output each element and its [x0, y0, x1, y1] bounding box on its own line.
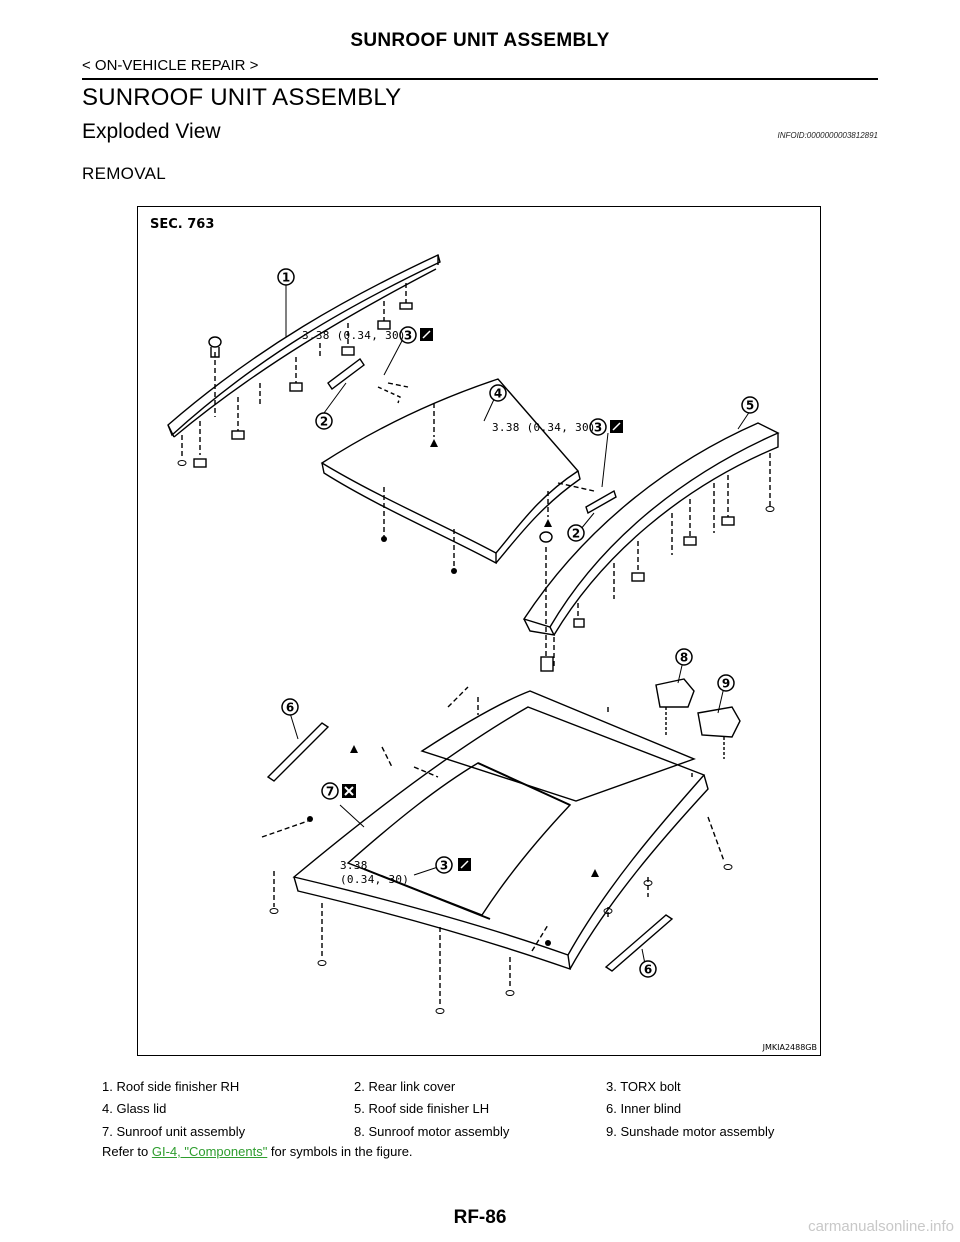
torque-spec-2: 3.38 (0.34, 30): [492, 421, 596, 434]
callout-2-upper: 2: [315, 412, 333, 430]
callout-3-lower: 3: [435, 856, 453, 874]
note-suffix: for symbols in the figure.: [267, 1143, 413, 1159]
torque-spec-3-value: 3.38: [340, 859, 368, 872]
callout-8-label: 8: [680, 651, 688, 665]
breadcrumb: < ON-VEHICLE REPAIR >: [82, 57, 259, 74]
section-title: SUNROOF UNIT ASSEMBLY: [82, 84, 402, 111]
callout-3-middle: 3: [589, 418, 607, 436]
do-not-reuse-icon: [342, 784, 356, 798]
procedure-title: REMOVAL: [82, 164, 166, 183]
callout-4-label: 4: [494, 387, 502, 401]
callout-8: 8: [675, 648, 693, 666]
section-code: SEC. 763: [150, 217, 215, 232]
watermark: carmanualsonline.info: [808, 1218, 954, 1235]
callout-5-label: 5: [746, 399, 754, 413]
legend-item: 5. Roof side finisher LH: [354, 1101, 490, 1117]
callout-6-label: 6: [286, 701, 294, 715]
legend-row: 7. Sunroof unit assembly 8. Sunroof moto…: [102, 1120, 862, 1143]
page-number: RF-86: [453, 1207, 507, 1228]
figure-code: JMKIA2488GB: [762, 1043, 817, 1052]
rear-link-cover-upper: [327, 357, 365, 391]
header-rule: [82, 78, 878, 80]
inner-blind-right: [604, 914, 674, 972]
callout-6-right: 6: [639, 960, 657, 978]
callout-3b-label: 3: [594, 421, 602, 435]
glass-lid-drawing: [320, 378, 595, 569]
legend-row: 1. Roof side finisher RH 2. Rear link co…: [102, 1075, 862, 1098]
callout-7: 7: [321, 782, 339, 800]
legend-item: 9. Sunshade motor assembly: [606, 1123, 775, 1139]
callout-4: 4: [489, 384, 507, 402]
callout-9: 9: [717, 674, 735, 692]
callout-2-label: 2: [320, 415, 328, 429]
callout-3c-label: 3: [440, 859, 448, 873]
callout-9-label: 9: [722, 677, 730, 691]
callout-2b-label: 2: [572, 527, 580, 541]
callout-3-upper: 3: [399, 326, 417, 344]
exploded-view-title: Exploded View: [82, 120, 221, 143]
sunroof-motor-assembly-drawing: [655, 678, 695, 735]
legend-item: 2. Rear link cover: [354, 1078, 456, 1094]
callout-5: 5: [741, 396, 759, 414]
legend-item: 1. Roof side finisher RH: [102, 1078, 240, 1094]
callout-6b-label: 6: [644, 963, 652, 977]
symbols-note: Refer to GI-4, "Components" for symbols …: [102, 1144, 862, 1159]
header-title: SUNROOF UNIT ASSEMBLY: [350, 30, 610, 51]
callout-7-label: 7: [326, 785, 334, 799]
callout-6-left: 6: [281, 698, 299, 716]
roof-side-finisher-rh-drawing: [167, 254, 441, 468]
rear-link-cover-lower: [585, 489, 617, 515]
sunroof-unit-assembly-drawing: [261, 686, 725, 1007]
components-link[interactable]: GI-4, "Components": [151, 1143, 268, 1159]
parts-legend: 1. Roof side finisher RH 2. Rear link co…: [102, 1075, 862, 1159]
info-id: INFOID:0000000003812891: [777, 131, 878, 140]
roof-side-finisher-lh-drawing: [522, 422, 780, 672]
exploded-view-figure: 1 2 3 4 5 2 3 6 7 8 9 3 6: [137, 206, 821, 1056]
legend-item: 7. Sunroof unit assembly: [102, 1123, 246, 1139]
sunshade-motor-assembly-drawing: [697, 706, 741, 759]
callout-1-label: 1: [282, 271, 290, 285]
callout-3-label: 3: [404, 329, 412, 343]
legend-item: 4. Glass lid: [102, 1101, 167, 1117]
callout-2-lower: 2: [567, 524, 585, 542]
callout-1: 1: [277, 268, 295, 286]
exploded-view-drawing: 1 2 3 4 5 2 3 6 7 8 9 3 6: [167, 254, 780, 1014]
legend-item: 8. Sunroof motor assembly: [354, 1123, 510, 1139]
torque-spec-3-units: (0.34, 30): [340, 873, 410, 886]
note-prefix: Refer to: [102, 1143, 152, 1159]
legend-item: 3. TORX bolt: [606, 1078, 681, 1094]
legend-row: 4. Glass lid 5. Roof side finisher LH 6.…: [102, 1098, 862, 1121]
inner-blind-left: [266, 722, 330, 782]
torque-spec-1: 3.38 (0.34, 30): [302, 329, 406, 342]
legend-item: 6. Inner blind: [606, 1101, 682, 1117]
